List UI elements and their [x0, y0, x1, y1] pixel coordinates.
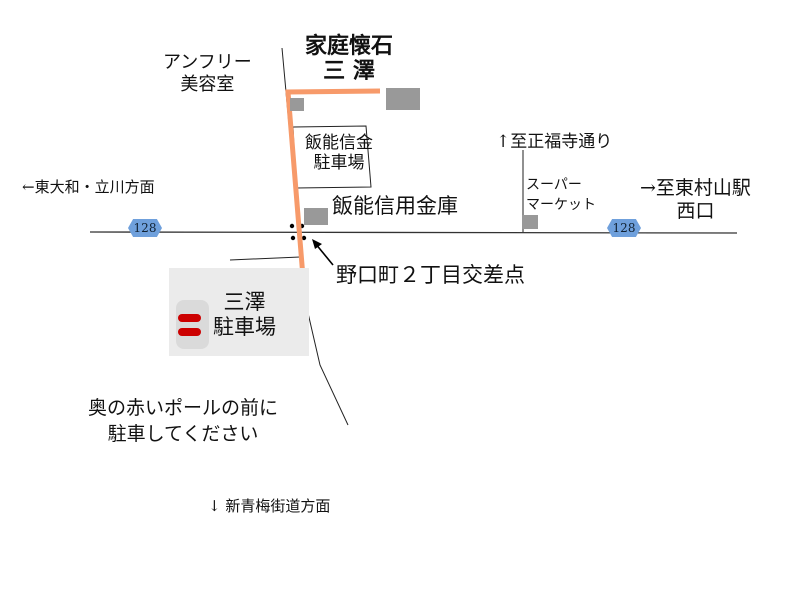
side-road-branch — [229, 256, 301, 261]
title-line1: 家庭懐石 — [305, 34, 394, 59]
higashimurayama-line1: →至東村山駅 — [640, 177, 751, 199]
route-128-shield-west: 128 — [128, 219, 162, 237]
salon-line1: アンフリー — [163, 52, 252, 73]
salon-label: アンフリー 美容室 — [163, 52, 252, 95]
shinkin-building — [304, 208, 328, 225]
instruction-line1: 奥の赤いポールの前に — [88, 397, 279, 419]
supermarket-line1: スーパー — [526, 177, 582, 193]
instruction-line2: 駐車してください — [107, 422, 259, 445]
ome-direction: ↓ 新青梅街道方面 — [208, 497, 331, 515]
main-road — [89, 231, 738, 234]
intersection-label: 野口町２丁目交差点 — [336, 263, 525, 287]
title-line2: 三 澤 — [323, 59, 375, 85]
supermarket-label: スーパー マーケット — [526, 176, 596, 215]
higashiyamato-direction: ←東大和・立川方面 — [22, 178, 155, 196]
parking-instruction: 奥の赤いポールの前に 駐車してください — [88, 396, 278, 447]
parking-line1: 三澤 — [223, 290, 266, 314]
parking-line2: 駐車場 — [213, 315, 276, 340]
salon-line2: 美容室 — [180, 73, 235, 95]
restaurant-name: 家庭懐石 三 澤 — [305, 34, 393, 85]
shinkin-parking-label: 飯能信金 駐車場 — [305, 133, 373, 174]
shinkin-label: 飯能信用金庫 — [332, 194, 458, 218]
parking-label: 三澤 駐車場 — [213, 290, 276, 340]
shinkin-parking-line1: 飯能信金 — [305, 133, 373, 153]
higashimurayama-line2: 西口 — [676, 199, 715, 222]
supermarket-line2: マーケット — [526, 196, 596, 213]
route-128-shield-east: 128 — [607, 219, 641, 237]
higashimurayama-direction: →至東村山駅 西口 — [640, 177, 751, 223]
supermarket-building — [522, 215, 538, 229]
shofukuji-direction: ↑至正福寺通り — [496, 132, 613, 152]
restaurant-building — [386, 88, 420, 110]
shinkin-parking-line2: 駐車場 — [313, 153, 365, 174]
route-line — [285, 88, 381, 303]
red-pole-icon — [176, 300, 209, 349]
building — [290, 98, 304, 111]
